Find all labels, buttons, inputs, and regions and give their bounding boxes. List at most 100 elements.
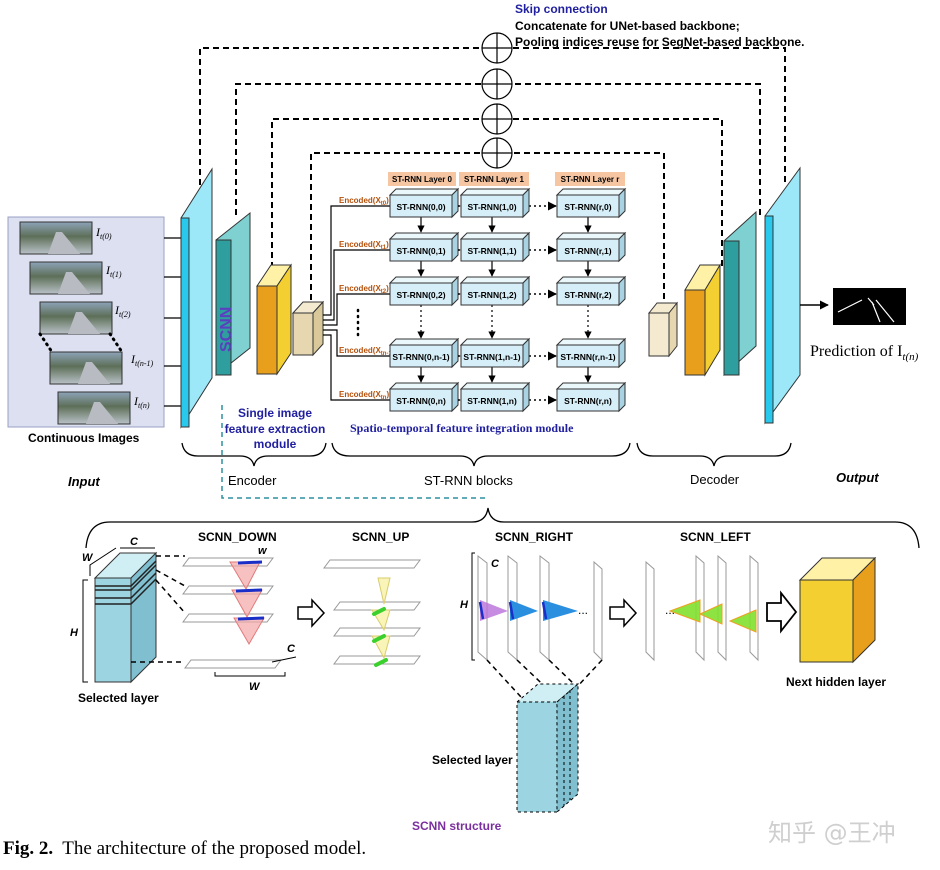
figure-caption: Fig. 2. The architecture of the proposed… (3, 838, 366, 860)
svg-text:feature extraction: feature extraction (225, 422, 326, 436)
svg-text:Encoded(Xtn-1): Encoded(Xtn-1) (339, 346, 395, 357)
prediction-label: Prediction of It(n) (810, 343, 919, 363)
sum-node-icon (481, 68, 513, 100)
sum-node-icon (481, 103, 513, 135)
selected-layer-cube (93, 551, 158, 684)
frame-0 (19, 221, 93, 255)
decoder-block-4 (764, 166, 801, 425)
encoded-feeds (323, 205, 390, 401)
skip-line-1: Concatenate for UNet-based backbone; (515, 19, 740, 33)
selected-layer-dims (82, 547, 155, 683)
scnn-up-title: SCNN_UP (352, 530, 409, 544)
strnn-headers: ST-RNN Layer 0 ST-RNN Layer 1 ST-RNN Lay… (388, 172, 625, 186)
section-strnn: ST-RNN blocks (424, 473, 513, 488)
svg-text:...: ... (578, 603, 588, 617)
flow-arrow-icon (609, 598, 638, 628)
strnn-cell: ST-RNN(0,n-1) (388, 337, 460, 369)
strnn-cell: ST-RNN(r,0) (555, 187, 627, 219)
section-decoder: Decoder (690, 472, 740, 487)
figure-text: The architecture of the proposed model. (53, 838, 367, 859)
next-hidden-label: Next hidden layer (786, 675, 886, 689)
decoder-block-3 (723, 210, 757, 377)
strnn-cell-label: ST-RNN(1,n) (467, 396, 517, 406)
dim-w-lower: w (258, 545, 268, 557)
strnn-cell-label: ST-RNN(r,1) (564, 246, 611, 256)
strnn-cell: ST-RNN(0,0) (388, 187, 460, 219)
dim-h: H (70, 627, 79, 639)
strnn-cell-label: ST-RNN(0,0) (396, 202, 445, 212)
frame-1 (29, 261, 103, 295)
strnn-cell: ST-RNN(0,1) (388, 231, 460, 263)
strnn-cell: ST-RNN(1,1) (459, 231, 531, 263)
svg-text:It(n): It(n) (133, 394, 150, 410)
svg-text:It(2): It(2) (114, 303, 131, 319)
strnn-cell-label: ST-RNN(0,n) (396, 396, 446, 406)
dim-c-bottom: C (287, 643, 296, 655)
watermark: 知乎 @王冲 (768, 819, 896, 847)
encoder-block-3 (256, 263, 292, 376)
strnn-cell: ST-RNN(r,2) (555, 275, 627, 307)
encoder-block-4 (291, 300, 325, 357)
input-frames (19, 221, 131, 425)
svg-text:Encoded(Xt0): Encoded(Xt0) (339, 196, 389, 207)
strnn-cell-label: ST-RNN(1,0) (467, 202, 516, 212)
strnn-cell-label: ST-RNN(r,n-1) (560, 352, 615, 362)
encoder-module-label: Single image feature extraction module (225, 406, 326, 451)
svg-text:ST-RNN Layer r: ST-RNN Layer r (561, 175, 620, 184)
sum-node-icon (481, 32, 513, 64)
strnn-cell: ST-RNN(r,1) (555, 231, 627, 263)
svg-text:module: module (254, 437, 297, 451)
encoded-labels: Encoded(Xt0) Encoded(Xt1) Encoded(Xt2) E… (339, 196, 395, 401)
frame-labels: It(0) It(1) It(2) It(n-1) It(n) (95, 225, 154, 410)
strnn-cell: ST-RNN(r,n-1) (555, 337, 627, 369)
strnn-module-label: Spatio-temporal feature integration modu… (350, 421, 574, 435)
figure-number: Fig. 2. (3, 838, 54, 859)
scnn-label: SCNN (218, 307, 235, 352)
flow-arrow-icon (766, 590, 798, 634)
frame-n (57, 391, 131, 425)
svg-text:Encoded(Xt2): Encoded(Xt2) (339, 284, 389, 295)
strnn-cell-label: ST-RNN(0,2) (396, 290, 445, 300)
input-dots (38, 332, 124, 354)
encoder-block-scnn: SCNN (215, 211, 251, 377)
bottom-selected-cube (515, 682, 580, 814)
dim-h-right: H (460, 599, 469, 611)
scnn-down-diagram: w W C (182, 545, 297, 693)
strnn-cell-label: ST-RNN(0,n-1) (392, 352, 449, 362)
scnn-structure-label: SCNN structure (412, 819, 502, 833)
strnn-cell: ST-RNN(1,n-1) (459, 337, 531, 369)
strnn-cell-label: ST-RNN(1,1) (467, 246, 516, 256)
selected-layer-left: Selected layer (78, 691, 159, 705)
scnn-left-title: SCNN_LEFT (680, 530, 751, 544)
skip-sum-nodes (481, 32, 513, 169)
scnn-left-diagram: ... (645, 554, 759, 662)
scnn-detail-brace (85, 507, 920, 549)
dim-c-right: C (491, 558, 500, 570)
strnn-cell-label: ST-RNN(r,0) (564, 202, 611, 212)
sum-node-icon (481, 137, 513, 169)
selected-layer-bottom: Selected layer (432, 753, 513, 767)
svg-text:ST-RNN Layer 1: ST-RNN Layer 1 (464, 175, 525, 184)
frame-n-1 (49, 351, 123, 385)
svg-text:...: ... (665, 603, 675, 617)
scnn-down-title: SCNN_DOWN (198, 530, 277, 544)
svg-text:It(1): It(1) (105, 263, 122, 279)
strnn-cell: ST-RNN(1,n) (459, 381, 531, 413)
strnn-cell: ST-RNN(1,2) (459, 275, 531, 307)
svg-text:Encoded(Xtn): Encoded(Xtn) (339, 390, 389, 401)
strnn-cell: ST-RNN(r,n) (555, 381, 627, 413)
scnn-right-title: SCNN_RIGHT (495, 530, 574, 544)
strnn-cell-label: ST-RNN(0,1) (396, 246, 445, 256)
dim-w: W (82, 552, 94, 564)
dim-w-bottom: W (249, 681, 261, 693)
scnn-detail-link (221, 405, 488, 499)
dim-c: C (130, 536, 139, 548)
frame-connectors (164, 237, 183, 407)
cube-slice-links (131, 555, 186, 663)
decoder-block-1 (647, 301, 679, 358)
frame-2 (39, 301, 113, 335)
next-hidden-cube (798, 556, 877, 664)
input-caption: Continuous Images (28, 431, 140, 445)
strnn-cell-label: ST-RNN(r,2) (564, 290, 611, 300)
section-input: Input (68, 474, 100, 489)
